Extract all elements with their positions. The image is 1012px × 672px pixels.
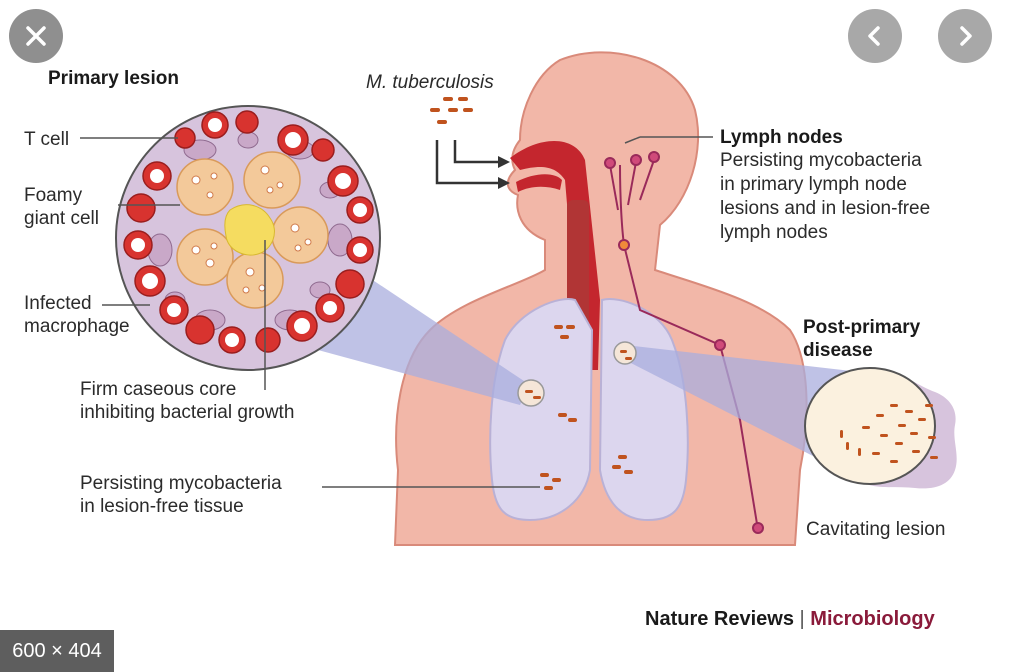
credit-publisher: Nature Reviews [645, 608, 794, 630]
inhaled-bacteria [430, 97, 473, 124]
infected-macrophage-label-1: Infected [24, 293, 92, 314]
close-icon [26, 26, 46, 46]
figure-credit: Nature Reviews | Microbiology [645, 608, 935, 631]
lymph-nodes-text-2: in primary lymph node [720, 174, 907, 195]
close-button[interactable] [9, 9, 63, 63]
lung-bacteria [525, 325, 633, 490]
primary-lesion-zoom [115, 105, 381, 371]
chevron-right-icon [960, 26, 972, 46]
lymph-nodes-title: Lymph nodes [720, 127, 843, 148]
lymph-nodes-text-3: lesions and in lesion-free [720, 198, 931, 219]
cavity-zoom-beam [625, 345, 860, 480]
post-primary-label-1: Post-primary [803, 317, 921, 338]
post-primary-label-2: disease [803, 340, 873, 361]
lymph-nodes-text-4: lymph nodes [720, 222, 828, 243]
lymph-nodes [604, 151, 764, 534]
next-image-button[interactable] [938, 9, 992, 63]
cavitating-lesion-zoom [804, 367, 957, 489]
credit-separator: | [799, 608, 805, 630]
pathogen-label: M. tuberculosis [366, 72, 494, 93]
foamy-giant-cell-label-1: Foamy [24, 185, 83, 206]
chevron-left-icon [868, 26, 880, 46]
previous-image-button[interactable] [848, 9, 902, 63]
infected-macrophage-label-2: macrophage [24, 316, 130, 337]
primary-lesion-title: Primary lesion [48, 68, 179, 89]
lymph-nodes-text-1: Persisting mycobacteria [720, 150, 922, 171]
caseous-core-label-1: Firm caseous core [80, 379, 237, 400]
credit-journal: Microbiology [810, 608, 935, 630]
cavitating-lesion-label: Cavitating lesion [806, 519, 946, 540]
image-dimensions-badge: 600 × 404 [0, 630, 114, 672]
persisting-tissue-label-1: Persisting mycobacteria [80, 473, 282, 494]
persisting-tissue-label-2: in lesion-free tissue [80, 496, 244, 517]
lymph-vessel [609, 159, 759, 531]
t-cell-label: T cell [24, 129, 70, 150]
caseous-core-label-2: inhibiting bacterial growth [80, 402, 295, 423]
leader-lines [80, 136, 713, 488]
foamy-giant-cell-label-2: giant cell [24, 208, 99, 229]
inhalation-arrows [435, 140, 505, 185]
